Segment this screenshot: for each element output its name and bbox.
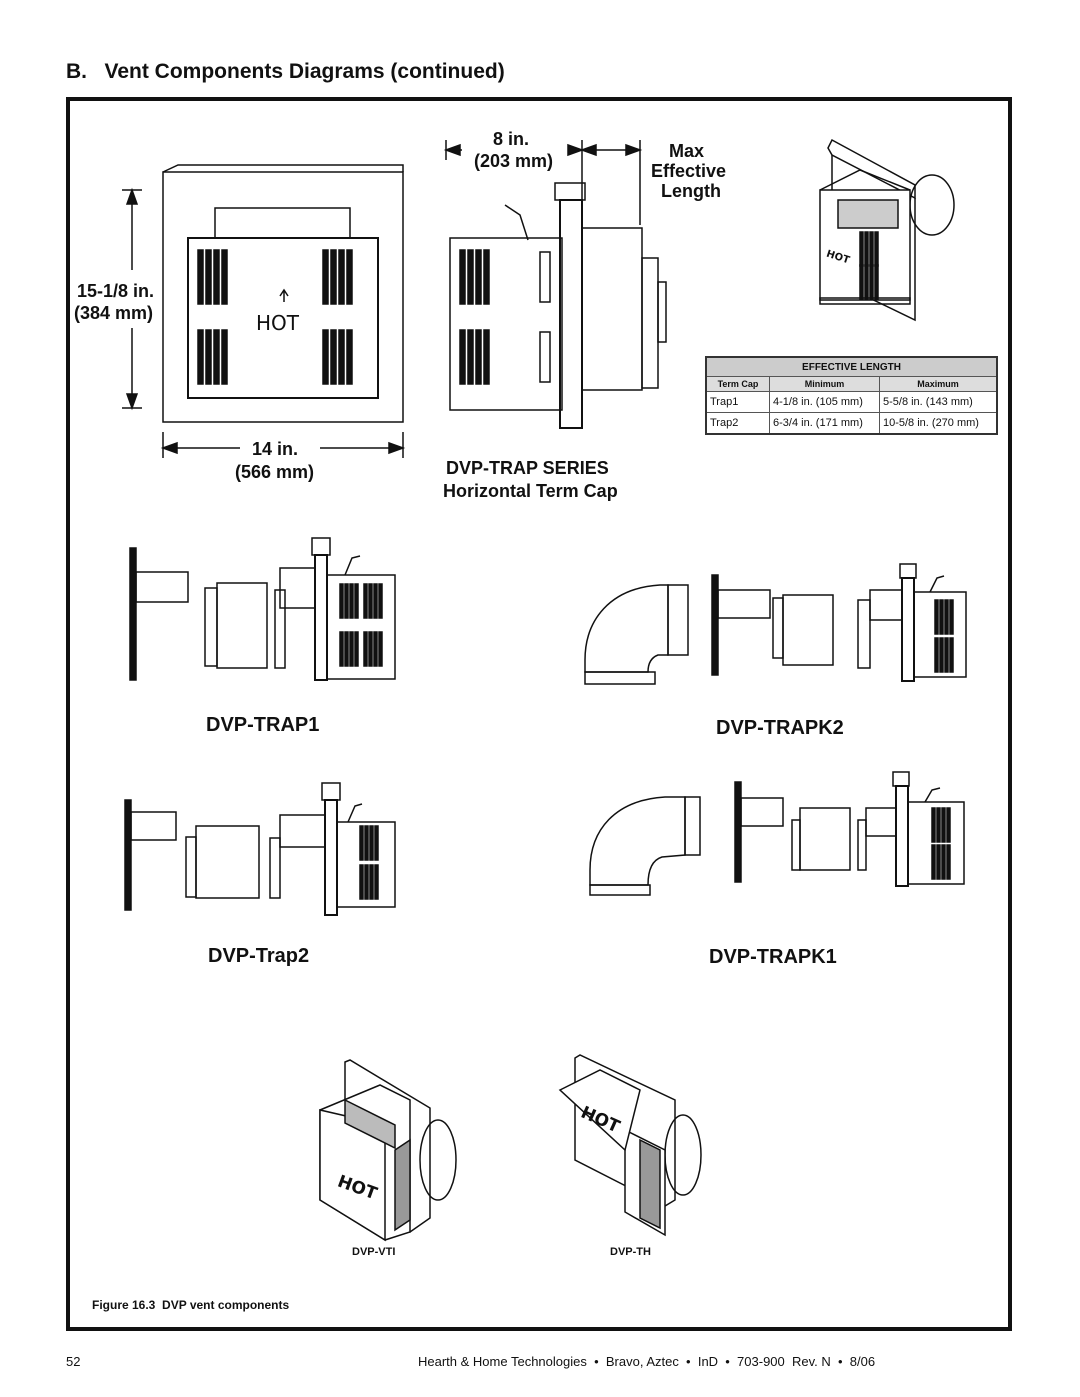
height-dimension [122, 187, 142, 411]
effective-length-table: EFFECTIVE LENGTH Term Cap Minimum Maximu… [705, 356, 998, 435]
dvp-trap2-drawing [124, 782, 396, 916]
table-header-maximum: Maximum [878, 376, 998, 392]
height-mm-label: (384 mm) [74, 303, 154, 323]
series-title: DVP-TRAP SERIES [446, 458, 609, 478]
kit-label-vti: DVP-VTI [352, 1246, 396, 1258]
depth-mm-label: (203 mm) [474, 151, 554, 171]
depth-dimension [443, 140, 643, 225]
max-effective-line3: Length [661, 181, 721, 201]
dvp-trap1-drawing [129, 537, 396, 681]
max-effective-line1: Max [669, 141, 705, 161]
width-dimension [160, 432, 406, 458]
kit-label-th: DVP-TH [610, 1246, 651, 1258]
table-cell: 6-3/4 in. (171 mm) [769, 412, 880, 435]
figure-frame [66, 97, 1012, 1331]
section-heading: B. Vent Components Diagrams (continued) [66, 60, 505, 83]
series-subtitle: Horizontal Term Cap [443, 481, 618, 501]
max-effective-line2: Effective [651, 161, 727, 181]
table-cell: 10-5/8 in. (270 mm) [878, 412, 998, 435]
hot-label-front: HOT [256, 311, 299, 335]
height-in-label: 15-1/8 in. [77, 281, 155, 301]
table-title: EFFECTIVE LENGTH [705, 356, 998, 377]
table-cell: 5-5/8 in. (143 mm) [878, 391, 998, 413]
term-cap-side-view [449, 182, 667, 429]
kit-label-trap1: DVP-TRAP1 [206, 714, 320, 736]
figure-caption: Figure 16.3 DVP vent components [92, 1298, 290, 1312]
page-number: 52 [66, 1354, 81, 1369]
table-row: Trap1 4-1/8 in. (105 mm) 5-5/8 in. (143 … [705, 391, 998, 413]
kit-label-trapk1: DVP-TRAPK1 [709, 946, 837, 968]
table-cell: 4-1/8 in. (105 mm) [769, 391, 880, 413]
table-header-term-cap: Term Cap [705, 376, 770, 392]
term-cap-front-view [162, 164, 404, 423]
kit-label-trapk2: DVP-TRAPK2 [716, 717, 844, 739]
depth-in-label: 8 in. [493, 129, 530, 149]
dvp-th-drawing [558, 1054, 702, 1237]
kit-label-trap2: DVP-Trap2 [208, 945, 310, 967]
table-row: Trap2 6-3/4 in. (171 mm) 10-5/8 in. (270… [705, 412, 998, 435]
table-cell: Trap2 [705, 412, 770, 435]
term-cap-isometric [819, 138, 955, 322]
footer-text: Hearth & Home Technologies • Bravo, Azte… [418, 1354, 876, 1369]
table-header-minimum: Minimum [769, 376, 880, 392]
dvp-vti-drawing [319, 1059, 457, 1242]
dvp-trapk2-drawing [584, 563, 967, 685]
width-in-label: 14 in. [252, 439, 299, 459]
table-cell: Trap1 [705, 391, 770, 413]
width-mm-label: (566 mm) [235, 462, 315, 482]
dvp-trapk1-drawing [589, 771, 965, 896]
